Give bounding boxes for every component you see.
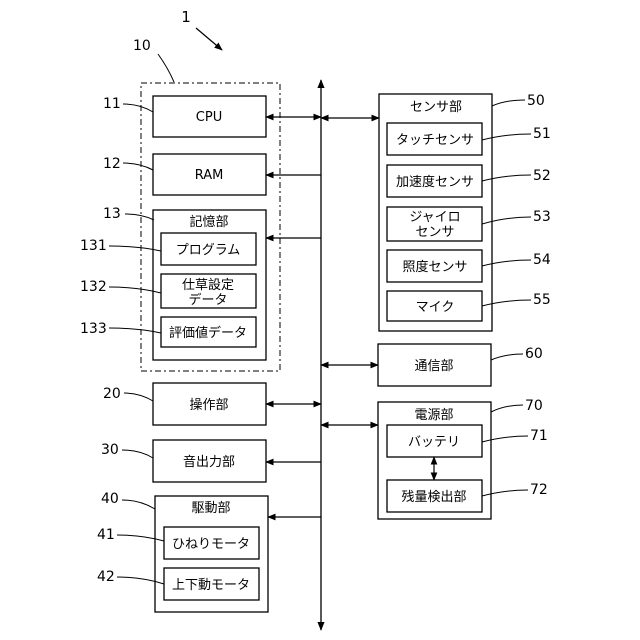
storage-ref: 13 <box>103 206 121 222</box>
operation-ref: 20 <box>103 386 121 402</box>
program-label: プログラム <box>176 243 241 258</box>
drive-leader <box>122 500 155 509</box>
ram-ref: 12 <box>103 156 121 172</box>
twist-motor-ref: 41 <box>97 527 115 543</box>
audio-output-leader <box>122 450 153 458</box>
touch-sensor-ref: 51 <box>533 126 551 142</box>
audio-output-ref: 30 <box>101 442 119 458</box>
sensor-leader <box>492 100 525 106</box>
vertical-motor-label: 上下動モータ <box>172 578 250 593</box>
operation-label: 操作部 <box>189 397 228 413</box>
behavior-data-line2: データ <box>188 292 227 308</box>
touch-sensor-label: タッチセンサ <box>396 133 474 148</box>
remaining-detector-ref: 72 <box>530 482 548 498</box>
drive-ref: 40 <box>101 491 119 507</box>
battery-label: バッテリ <box>408 435 460 450</box>
evaluation-data-label: 評価値データ <box>169 325 247 341</box>
accel-sensor-ref: 52 <box>533 168 551 184</box>
twist-motor-label: ひねりモータ <box>172 537 250 552</box>
storage-leader <box>125 214 154 220</box>
light-sensor-ref: 54 <box>533 252 551 268</box>
gyro-sensor-ref: 53 <box>533 209 551 225</box>
behavior-data-line1: 仕草設定 <box>182 277 234 293</box>
figure-ref: 1 <box>181 8 191 26</box>
power-leader <box>491 405 523 412</box>
gyro-sensor-line1: ジャイロ <box>409 210 460 225</box>
gyro-sensor-line2: センサ <box>415 225 454 240</box>
storage-label: 記憶部 <box>189 214 228 230</box>
accel-sensor-label: 加速度センサ <box>396 174 474 190</box>
battery-ref: 71 <box>530 428 548 444</box>
program-ref: 131 <box>80 238 107 254</box>
operation-leader <box>124 393 153 401</box>
sensor-label: センサ部 <box>410 100 462 115</box>
communication-label: 通信部 <box>414 359 453 374</box>
remaining-detector-label: 残量検出部 <box>401 490 466 505</box>
figure-ref-arrow <box>196 28 222 50</box>
cpu-ref: 11 <box>103 96 121 112</box>
audio-output-label: 音出力部 <box>183 454 235 470</box>
control-unit-ref: 10 <box>133 38 151 54</box>
ram-leader <box>123 163 153 170</box>
sensor-ref: 50 <box>527 93 545 109</box>
power-label: 電源部 <box>414 408 453 423</box>
cpu-leader <box>123 104 153 112</box>
cpu-label: CPU <box>196 110 222 125</box>
drive-label: 駆動部 <box>191 501 230 516</box>
communication-leader <box>491 354 523 360</box>
microphone-label: マイク <box>416 300 455 315</box>
evaluation-data-ref: 133 <box>80 321 107 337</box>
ram-label: RAM <box>195 168 224 183</box>
control-unit-leader <box>158 54 174 82</box>
light-sensor-label: 照度センサ <box>402 259 467 275</box>
power-ref: 70 <box>525 398 543 414</box>
behavior-data-ref: 132 <box>80 279 107 295</box>
microphone-ref: 55 <box>533 292 551 308</box>
vertical-motor-ref: 42 <box>97 569 115 585</box>
communication-ref: 60 <box>525 346 543 362</box>
